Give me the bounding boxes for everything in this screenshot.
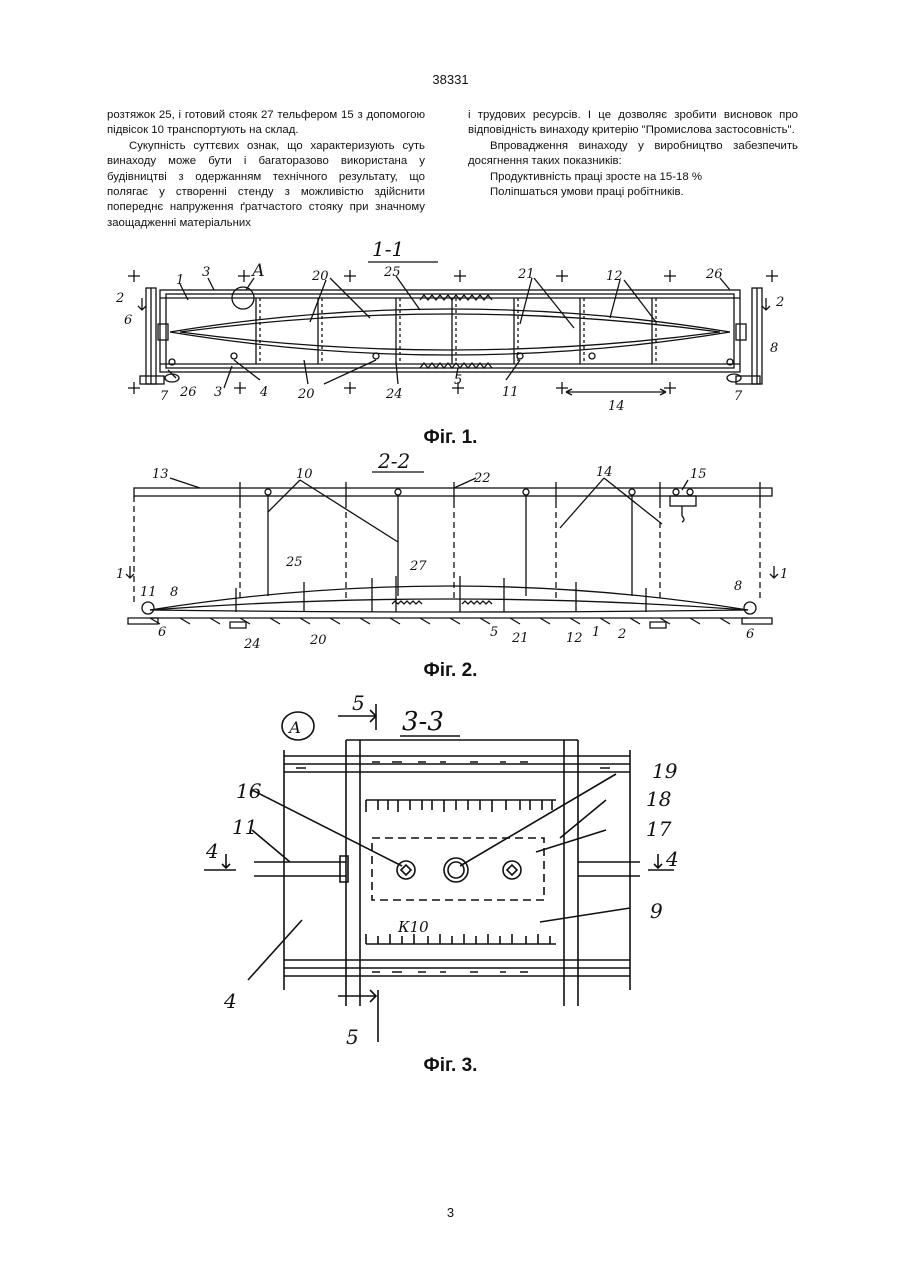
fig2-label: 20 (309, 633, 327, 648)
paragraph: Поліпшаться умови праці робітників. (468, 185, 798, 200)
fig3-label: 11 (232, 815, 257, 839)
fig3-label: 19 (652, 759, 678, 783)
fig2-label: 1 (592, 625, 600, 640)
fig2-section-title: 2-2 (377, 452, 410, 473)
figure-2-drawing: 2-2 13 10 22 14 15 25 27 1 1 11 8 8 6 6 … (0, 452, 901, 652)
fig2-label: 22 (473, 471, 491, 486)
figure-1-drawing: 1-1 1 3 А 20 25 21 12 26 2 2 6 8 7 26 3 … (0, 232, 901, 412)
fig1-label: 3 (214, 385, 222, 400)
page-number: 3 (0, 1205, 901, 1220)
fig2-label: 6 (746, 627, 754, 642)
fig3-label: К10 (397, 918, 429, 936)
fig3-label: 4 (205, 839, 219, 863)
fig2-label: 6 (158, 625, 166, 640)
fig1-label: 14 (608, 399, 625, 412)
text-column-left: розтяжок 25, і готовий стояк 27 тельферо… (107, 108, 425, 231)
paragraph: Сукупність суттєвих ознак, що характериз… (107, 139, 425, 231)
fig2-label: 14 (596, 465, 613, 480)
paragraph: Впровадження винаходу у виробництво забе… (468, 139, 798, 170)
fig1-section-title: 1-1 (372, 237, 404, 261)
fig3-label: А (288, 718, 301, 737)
fig2-label: 8 (734, 579, 742, 594)
fig1-label: 6 (124, 313, 132, 328)
fig1-label: 26 (705, 267, 723, 282)
fig1-label: 2 (115, 291, 124, 306)
fig2-label: 13 (152, 467, 169, 482)
figure-3-caption: Фіг. 3. (0, 1055, 901, 1077)
fig3-label: 4 (223, 989, 237, 1013)
fig2-label: 2 (617, 627, 626, 642)
fig2-label: 5 (490, 625, 498, 640)
fig2-label: 1 (780, 567, 788, 582)
fig1-label: 20 (297, 387, 315, 402)
fig1-label: 12 (606, 269, 623, 284)
paragraph: розтяжок 25, і готовий стояк 27 тельферо… (107, 108, 425, 139)
patent-number: 38331 (0, 72, 901, 87)
fig2-label: 11 (140, 585, 157, 600)
fig1-label: 25 (383, 265, 401, 280)
fig2-label: 10 (296, 467, 313, 482)
fig1-label: А (251, 261, 265, 281)
fig3-section-title: 3-3 (402, 707, 444, 737)
fig2-label: 12 (566, 631, 583, 646)
fig2-label: 25 (285, 555, 303, 570)
text-column-right: і трудових ресурсів. І це дозволяє зроби… (468, 108, 798, 200)
fig1-label: 26 (179, 385, 197, 400)
fig1-label: 3 (202, 265, 210, 280)
fig3-label: 5 (346, 1025, 359, 1049)
fig1-label: 24 (385, 387, 403, 402)
fig3-label: 9 (650, 899, 663, 923)
fig3-label: 4 (665, 847, 679, 871)
figure-2-caption: Фіг. 2. (0, 660, 901, 682)
fig2-label: 1 (116, 567, 124, 582)
fig1-label: 4 (259, 385, 268, 400)
fig3-label: 18 (646, 787, 671, 811)
fig1-label: 11 (502, 385, 519, 400)
fig2-label: 15 (690, 467, 707, 482)
fig3-label: 17 (646, 817, 672, 841)
fig2-label: 21 (511, 631, 529, 646)
fig1-label: 7 (160, 389, 169, 404)
fig1-label: 5 (454, 373, 462, 388)
figure-3-drawing: А 5 3-3 16 11 19 18 17 4 4 9 К10 4 5 (0, 690, 901, 1060)
paragraph: і трудових ресурсів. І це дозволяє зроби… (468, 108, 798, 139)
fig1-label: 7 (734, 389, 743, 404)
fig2-label: 24 (243, 637, 261, 652)
fig1-label: 20 (311, 269, 329, 284)
fig2-label: 27 (409, 559, 427, 574)
fig3-label: 5 (352, 691, 365, 715)
fig1-label: 21 (517, 267, 535, 282)
paragraph: Продуктивність праці зросте на 15-18 % (468, 170, 798, 185)
figure-1-caption: Фіг. 1. (0, 427, 901, 449)
fig2-label: 8 (170, 585, 178, 600)
fig1-label: 1 (176, 273, 184, 288)
fig1-label: 2 (775, 295, 784, 310)
fig1-label: 8 (770, 341, 778, 356)
fig3-label: 16 (236, 779, 262, 803)
